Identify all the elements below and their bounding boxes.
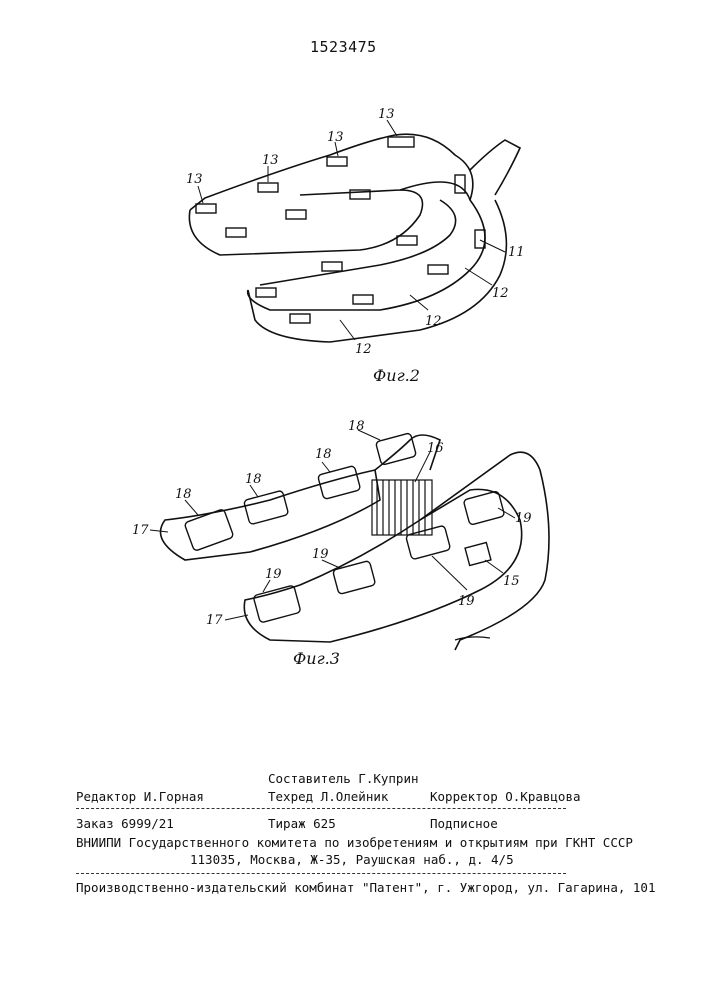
- label-19: 19: [312, 547, 329, 562]
- figure-3-caption: Фиг.3: [293, 649, 340, 668]
- editor: Редактор И.Горная: [76, 789, 204, 804]
- label-17: 17: [206, 613, 223, 628]
- fig3-frame-wire: [420, 452, 549, 650]
- circulation: Тираж 625: [268, 816, 336, 831]
- fig2-upper-arm: [190, 134, 473, 210]
- publisher: Производственно-издательский комбинат "П…: [76, 880, 655, 895]
- fig3-coil: [372, 480, 432, 535]
- order-number: Заказ 6999/21: [76, 816, 174, 831]
- fig2-inner-channel: [260, 200, 456, 285]
- label-18: 18: [315, 447, 332, 462]
- label-18: 18: [175, 487, 192, 502]
- label-17: 17: [132, 523, 149, 538]
- label-13: 13: [327, 130, 344, 145]
- figure-2-drawing: 13 13 13 13 11 12 12 12 Фиг.2 18 18: [0, 0, 707, 760]
- tech-editor: Техред Л.Олейник: [268, 789, 388, 804]
- label-12: 12: [425, 314, 442, 329]
- fig2-tube: [470, 140, 520, 195]
- label-11: 11: [508, 245, 525, 260]
- fig2-lower-arm: [248, 200, 506, 342]
- label-18: 18: [245, 472, 262, 487]
- fig3-leaders: [150, 430, 515, 620]
- fig2-pads: [196, 137, 485, 323]
- label-12: 12: [492, 286, 509, 301]
- institute: ВНИИПИ Государственного комитета по изоб…: [76, 835, 633, 850]
- subscription: Подписное: [430, 816, 498, 831]
- label-13: 13: [186, 172, 203, 187]
- divider: [76, 808, 566, 809]
- label-12: 12: [355, 342, 372, 357]
- label-15: 15: [503, 574, 520, 589]
- compiler: Составитель Г.Куприн: [268, 771, 419, 786]
- label-19: 19: [265, 567, 282, 582]
- fig3-upper-strap: [161, 470, 381, 560]
- fig2-leaders: [198, 120, 505, 340]
- label-16: 16: [427, 441, 444, 456]
- fig3-loops: [184, 433, 505, 623]
- label-19: 19: [515, 511, 532, 526]
- label-19: 19: [458, 594, 475, 609]
- label-13: 13: [262, 153, 279, 168]
- corrector: Корректор О.Кравцова: [430, 789, 581, 804]
- label-13: 13: [378, 107, 395, 122]
- figure-2-caption: Фиг.2: [373, 366, 420, 385]
- divider: [76, 873, 566, 874]
- label-18: 18: [348, 419, 365, 434]
- address: 113035, Москва, Ж-35, Раушская наб., д. …: [190, 852, 514, 867]
